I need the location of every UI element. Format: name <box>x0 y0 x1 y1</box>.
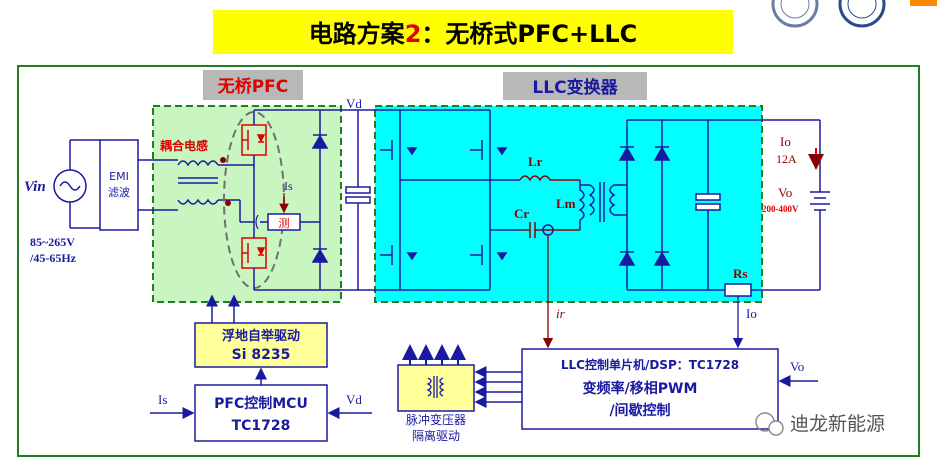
is-input-label: Is <box>158 392 167 407</box>
llc-switch <box>470 245 508 265</box>
vin-freq-label: /45-65Hz <box>29 251 77 265</box>
llc-full-bridge <box>375 109 520 291</box>
llc-transformer <box>580 182 627 222</box>
emi-filter-block <box>99 139 139 231</box>
bus-capacitor <box>345 110 371 290</box>
coupled-inductor <box>177 160 240 205</box>
university-logo-right <box>838 0 886 28</box>
ac-source <box>53 139 100 229</box>
pwm-signal-arrows <box>474 366 522 408</box>
llc-switch <box>470 140 508 160</box>
rs-resistor <box>724 283 752 297</box>
llc-label: LLC变换器 <box>532 77 618 98</box>
pfc-mcu-part: TC1728 <box>232 418 291 434</box>
university-logo-left <box>771 0 819 28</box>
input-wires <box>138 159 178 211</box>
resonant-inductor <box>519 175 580 182</box>
llc-switch <box>380 245 418 265</box>
emi-label: EMI <box>109 170 129 183</box>
coupled-inductor-label: 耦合电感 <box>160 138 208 153</box>
llc-controller-label: LLC控制单片机/DSP：TC1728 <box>561 357 739 372</box>
vo-range-label: 200-400V <box>762 204 799 214</box>
lm-label: Lm <box>556 196 576 211</box>
pulse-transformer-block <box>397 364 475 412</box>
measure-label: 测 <box>279 217 290 230</box>
title-banner <box>213 10 733 54</box>
vo-label: Vo <box>778 185 792 200</box>
sense-core <box>255 214 259 230</box>
pfc-mcu-block <box>194 384 328 442</box>
pulse-xfmr-label: 脉冲变压器 <box>406 412 466 427</box>
pfc-mcu-label: PFC控制MCU <box>214 395 308 412</box>
pulse-xfmr-sub-label: 隔离驱动 <box>412 428 460 443</box>
llc-controller-block <box>521 348 779 430</box>
vin-label: Vin <box>24 179 46 195</box>
battery-load <box>810 120 830 290</box>
rs-label: Rs <box>733 266 747 281</box>
gate-driver-label: 浮地自举驱动 <box>222 328 300 344</box>
vo-input-label: Vo <box>790 359 804 374</box>
vin-range-label: 85~265V <box>30 235 75 249</box>
wechat-watermark: 迪龙新能源 <box>755 412 885 436</box>
magnetizing-inductor <box>578 180 585 230</box>
watermark-text: 迪龙新能源 <box>790 413 885 435</box>
gate-driver-block <box>194 322 328 368</box>
diagram-frame <box>17 65 920 457</box>
header-accent-bar <box>910 0 937 6</box>
llc-controller-burst: /间歇控制 <box>609 402 670 419</box>
emi-sub-label: 滤波 <box>108 186 130 199</box>
vd-input-label: Vd <box>346 392 362 407</box>
io-top-label: Io <box>780 134 791 149</box>
lr-label: Lr <box>528 154 543 169</box>
pfc-diodes <box>311 110 329 290</box>
drive-output-arrows <box>402 344 466 365</box>
llc-label-box <box>503 72 647 100</box>
pfc-wires <box>239 109 375 291</box>
pfc-switch-top <box>241 124 267 156</box>
io-bottom-label: Io <box>746 306 757 321</box>
dot-mark <box>220 157 226 163</box>
pfc-label: 无桥PFC <box>217 77 289 97</box>
ir-label: ir <box>556 306 566 321</box>
output-capacitor <box>695 120 721 290</box>
is-sense-label: Is <box>284 179 293 193</box>
cr-label: Cr <box>514 206 529 221</box>
pfc-label-box <box>203 70 303 100</box>
vd-top-label: Vd <box>346 96 362 111</box>
llc-controller-mode: 变频率/移相PWM <box>583 380 698 397</box>
pulse-transformer-icon <box>426 376 445 398</box>
output-rectifier <box>618 119 820 291</box>
llc-switch <box>380 140 418 160</box>
slide-title: 电路方案2：无桥式PFC+LLC <box>309 20 638 48</box>
io-value-label: 12A <box>776 152 797 166</box>
dot-mark <box>225 200 231 206</box>
gate-driver-part: Si 8235 <box>232 347 291 363</box>
